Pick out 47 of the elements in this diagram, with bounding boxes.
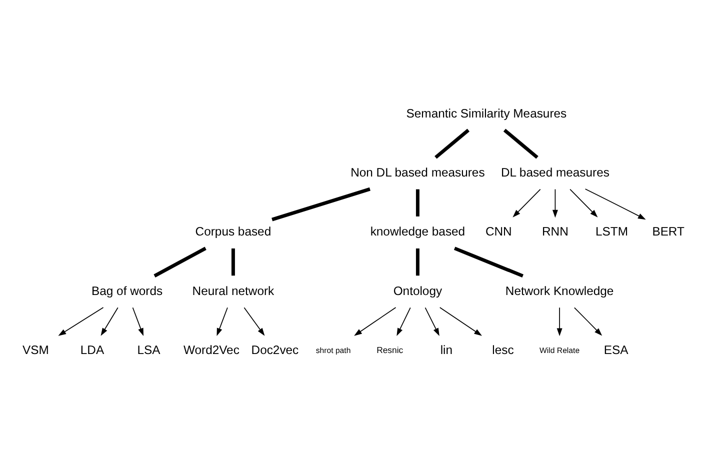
node-text: Ontology: [393, 284, 442, 298]
node-text: knowledge based: [370, 224, 466, 239]
arrow: [556, 307, 562, 336]
arrow: [100, 307, 118, 336]
arrow: [216, 307, 228, 336]
node-text: Wild Relate: [540, 346, 580, 355]
arrow: [396, 307, 411, 336]
arrow: [424, 307, 440, 336]
node-text: ESA: [604, 343, 628, 358]
arrow: [512, 188, 541, 218]
connector: [416, 248, 420, 276]
arrow: [570, 188, 598, 218]
connector: [416, 189, 420, 216]
arrow: [354, 307, 396, 336]
node-text: Network Knowledge: [505, 284, 614, 298]
node-text: RNN: [542, 224, 568, 239]
connector: [154, 246, 206, 278]
node-text: shrot path: [316, 346, 351, 355]
arrow: [552, 188, 558, 218]
node-text: DL based measures: [500, 166, 610, 180]
node-text: Non DL based measures: [350, 166, 485, 180]
node-text: Neural network: [192, 284, 274, 298]
node-text: BERT: [652, 224, 684, 239]
arrow: [58, 307, 104, 336]
node-text: Bag of words: [92, 284, 163, 298]
node-text: Doc2vec: [251, 343, 299, 358]
connector: [272, 187, 370, 222]
connector: [454, 246, 524, 278]
node-text: Corpus based: [195, 224, 272, 239]
node-text: lesc: [492, 343, 514, 358]
node-text: LSTM: [596, 224, 628, 239]
node-text: lin: [440, 343, 453, 358]
arrow: [244, 307, 265, 336]
arrow: [439, 307, 482, 336]
node-text: CNN: [485, 224, 512, 239]
connector: [231, 248, 235, 276]
node-text: Resnic: [376, 345, 404, 356]
node-text: Semantic Similarity Measures: [406, 106, 567, 120]
arrow: [574, 307, 602, 336]
connector: [434, 128, 470, 159]
arrow: [132, 307, 144, 336]
node-text: LDA: [80, 343, 104, 358]
arrow: [584, 188, 646, 220]
node-text: Word2Vec: [183, 343, 240, 358]
node-text: VSM: [22, 343, 49, 358]
node-text: LSA: [137, 343, 160, 358]
connector: [503, 128, 538, 159]
